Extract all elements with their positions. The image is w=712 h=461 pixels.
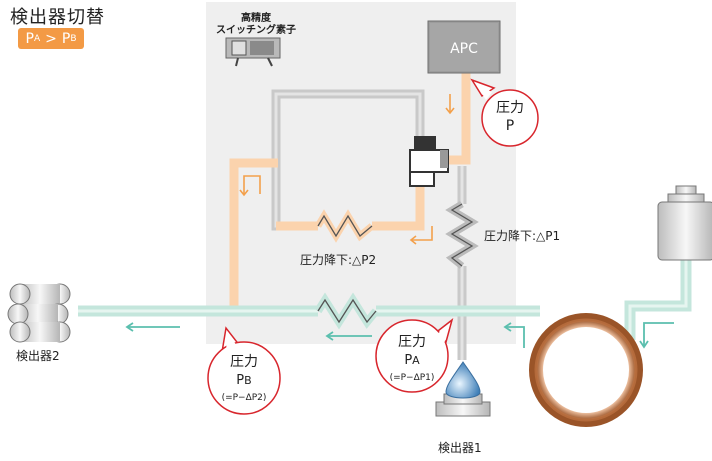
drop1-label: 圧力降下:△P1 bbox=[484, 229, 560, 243]
badge-right-sub: B bbox=[70, 33, 77, 44]
callout-pb-line1: 圧力 bbox=[230, 354, 258, 370]
callout-p-line1: 圧力 bbox=[496, 100, 524, 116]
switching-device-icon bbox=[225, 37, 281, 67]
badge-left-sub: A bbox=[33, 33, 41, 44]
badge-left: P bbox=[25, 30, 34, 47]
orange-arrow-down bbox=[445, 94, 455, 115]
orange-pipe-apc bbox=[444, 73, 471, 165]
detector1-label: 検出器1 bbox=[438, 441, 482, 455]
callout-pa-line3: (=P−ΔP1) bbox=[390, 373, 435, 383]
switching-element bbox=[409, 136, 449, 187]
detector1-icon bbox=[435, 361, 491, 417]
orange-pipe-outer bbox=[229, 158, 278, 308]
orange-pipe-inner bbox=[276, 178, 425, 231]
page-title: 検出器切替 bbox=[10, 7, 105, 28]
callout-pb bbox=[207, 326, 281, 415]
teal-arrow-bend-1 bbox=[503, 322, 525, 348]
callout-pa-line2: PA bbox=[404, 353, 420, 368]
switch-label-1: 高精度 bbox=[241, 11, 272, 24]
callout-pa-line1: 圧力 bbox=[398, 334, 426, 350]
callout-pb-line3: (=P−ΔP2) bbox=[222, 393, 267, 403]
teal-pipe-cylinder bbox=[624, 260, 692, 340]
orange-arrow-left bbox=[409, 226, 433, 245]
gas-cylinder-icon bbox=[657, 185, 712, 261]
apc-label: APC bbox=[450, 41, 478, 57]
switch-label-2: スイッチング素子 bbox=[216, 23, 296, 36]
detector2-label: 検出器2 bbox=[16, 349, 60, 363]
orange-arrow-loop bbox=[239, 175, 261, 197]
teal-arrow-left-2 bbox=[325, 331, 372, 341]
callout-pa bbox=[375, 318, 454, 393]
callout-p-line2: P bbox=[506, 118, 514, 134]
drop2-label: 圧力降下:△P2 bbox=[300, 253, 376, 267]
teal-arrow-left-1 bbox=[125, 322, 180, 332]
badge-operator: > bbox=[45, 30, 57, 47]
callout-p bbox=[470, 78, 539, 147]
callout-pb-line2: PB bbox=[236, 373, 251, 388]
badge-right: P bbox=[61, 30, 71, 47]
teal-arrow-bend-2 bbox=[639, 322, 674, 349]
detector2-icon bbox=[7, 283, 71, 343]
